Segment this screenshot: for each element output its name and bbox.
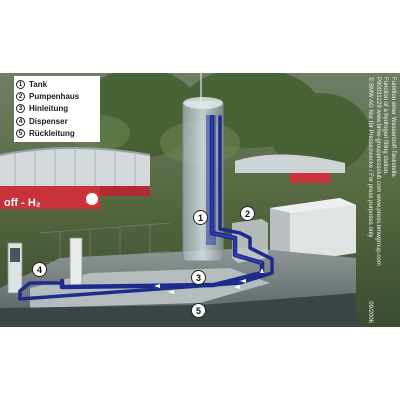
legend-number: 4 [16,116,25,126]
caption-english: Function of a hydrogen filling station. [382,77,389,175]
legend-label: Pumpenhaus [29,92,80,102]
right-building [270,198,356,263]
marker-hinleitung: 3 [191,270,206,285]
supply-return-pipes [18,114,274,301]
marker-tank: 1 [193,210,208,225]
legend-item-hinleitung: 3 Hinleitung [16,103,100,115]
legend-label: Tank [29,79,48,89]
caption-german: Funktion einer Wasserstoff-Tankstelle. [390,77,396,179]
caption-date: 09/2006 [367,301,374,323]
marker-pumpenhaus: 2 [240,206,255,221]
legend-item-dispenser: 4 Dispenser [16,115,100,127]
legend-number: 3 [16,104,25,114]
caption-reference: P90031229 www.bmw-grouppressclub.com www… [374,77,381,266]
canopy-left [0,147,151,209]
flow-arrows [154,268,264,294]
legend-label: Rückleitung [29,129,75,139]
legend-item-rueckleitung: 5 Rückleitung [16,128,100,140]
legend-number: 1 [16,79,25,89]
legend-item-pumpenhaus: 2 Pumpenhaus [16,90,100,102]
legend-item-tank: 1 Tank [16,78,100,90]
canopy-right [235,154,345,183]
legend-number: 2 [16,92,25,102]
station-illustration [0,73,400,327]
station-sign-text: off - H₂ [4,197,41,209]
marker-rueckleitung: 5 [191,303,206,318]
dispenser-unit [7,237,83,294]
legend-label: Dispenser [29,116,68,126]
press-caption: Funktion einer Wasserstoff-Tankstelle. F… [356,73,400,327]
legend-number: 5 [16,129,25,139]
legend-label: Hinleitung [29,104,69,114]
caption-notice: Nur für Pressezwecke / For press purpose… [367,109,374,238]
caption-copyright: © BMW AG [367,77,374,108]
legend: 1 Tank 2 Pumpenhaus 3 Hinleitung 4 Dispe… [14,76,100,142]
marker-dispenser: 4 [32,262,47,277]
